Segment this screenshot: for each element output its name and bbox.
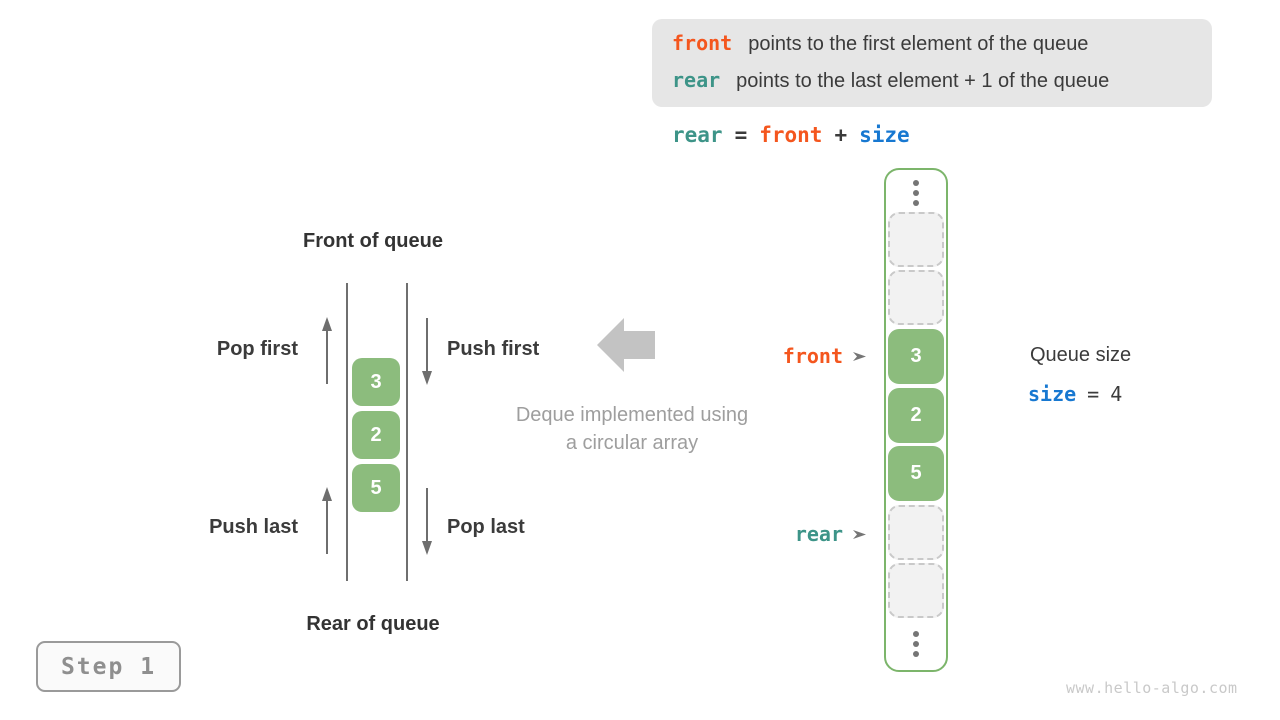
- push-first-label: Push first: [447, 338, 540, 360]
- queue-size-value-line: size = 4: [1028, 380, 1122, 408]
- pop-last-down-arrow-icon: [422, 488, 432, 555]
- rear-definition-text: points to the last element + 1 of the qu…: [736, 70, 1110, 92]
- caption-line-2: a circular array: [565, 432, 699, 454]
- right-arrow-icon: [853, 351, 866, 361]
- rear-pointer: rear: [718, 521, 868, 547]
- pointer-equation: rear = front + size: [672, 121, 910, 149]
- equation-rear: rear: [672, 123, 723, 147]
- rear-keyword: rear: [672, 68, 721, 92]
- size-value: 4: [1110, 382, 1123, 406]
- array-cell-empty: [888, 563, 944, 618]
- rear-of-queue-label: Rear of queue: [306, 613, 440, 635]
- right-arrow-icon: [853, 529, 866, 539]
- size-equals: =: [1087, 382, 1100, 406]
- array-cell-empty: [888, 505, 944, 560]
- equation-equals: =: [734, 123, 748, 147]
- front-pointer: front: [718, 343, 868, 369]
- ellipsis-top-icon: [913, 180, 919, 206]
- ellipsis-bottom-icon: [913, 631, 919, 657]
- size-variable: size: [1028, 382, 1077, 406]
- pop-first-up-arrow-icon: [322, 317, 332, 384]
- array-cell-value: 5: [888, 446, 944, 501]
- queue-left-wall: [346, 283, 348, 581]
- pop-last-label: Pop last: [447, 516, 525, 538]
- queue-size-label: Queue size: [1030, 344, 1132, 366]
- array-cell-empty: [888, 212, 944, 267]
- figure-caption: Deque implemented using a circular array: [492, 401, 772, 457]
- step-badge: Step 1: [36, 641, 181, 692]
- watermark: www.hello-algo.com: [1066, 679, 1238, 697]
- equation-front: front: [759, 123, 823, 147]
- queue-cell-value: 5: [352, 464, 400, 512]
- front-pointer-label: front: [782, 344, 843, 368]
- pop-first-label: Pop first: [216, 338, 298, 360]
- front-keyword: front: [672, 31, 733, 55]
- front-definition-line: front points to the first element of the …: [672, 25, 1212, 62]
- array-cell-value: 3: [888, 329, 944, 384]
- push-first-down-arrow-icon: [422, 318, 432, 385]
- pointer-definition-box: front points to the first element of the …: [652, 19, 1212, 107]
- equation-size: size: [859, 123, 910, 147]
- array-cell-value: 2: [888, 388, 944, 443]
- left-block-arrow-icon: [597, 318, 655, 372]
- rear-pointer-label: rear: [794, 522, 843, 546]
- queue-cell-value: 2: [352, 411, 400, 459]
- queue-right-wall: [406, 283, 408, 581]
- queue-cell-value: 3: [352, 358, 400, 406]
- caption-line-1: Deque implemented using: [515, 404, 749, 426]
- push-last-label: Push last: [209, 516, 298, 538]
- front-definition-text: points to the first element of the queue: [748, 33, 1089, 55]
- front-of-queue-label: Front of queue: [303, 230, 443, 252]
- equation-plus: +: [834, 123, 848, 147]
- array-cell-empty: [888, 270, 944, 325]
- rear-definition-line: rear points to the last element + 1 of th…: [672, 62, 1212, 99]
- push-last-up-arrow-icon: [322, 487, 332, 554]
